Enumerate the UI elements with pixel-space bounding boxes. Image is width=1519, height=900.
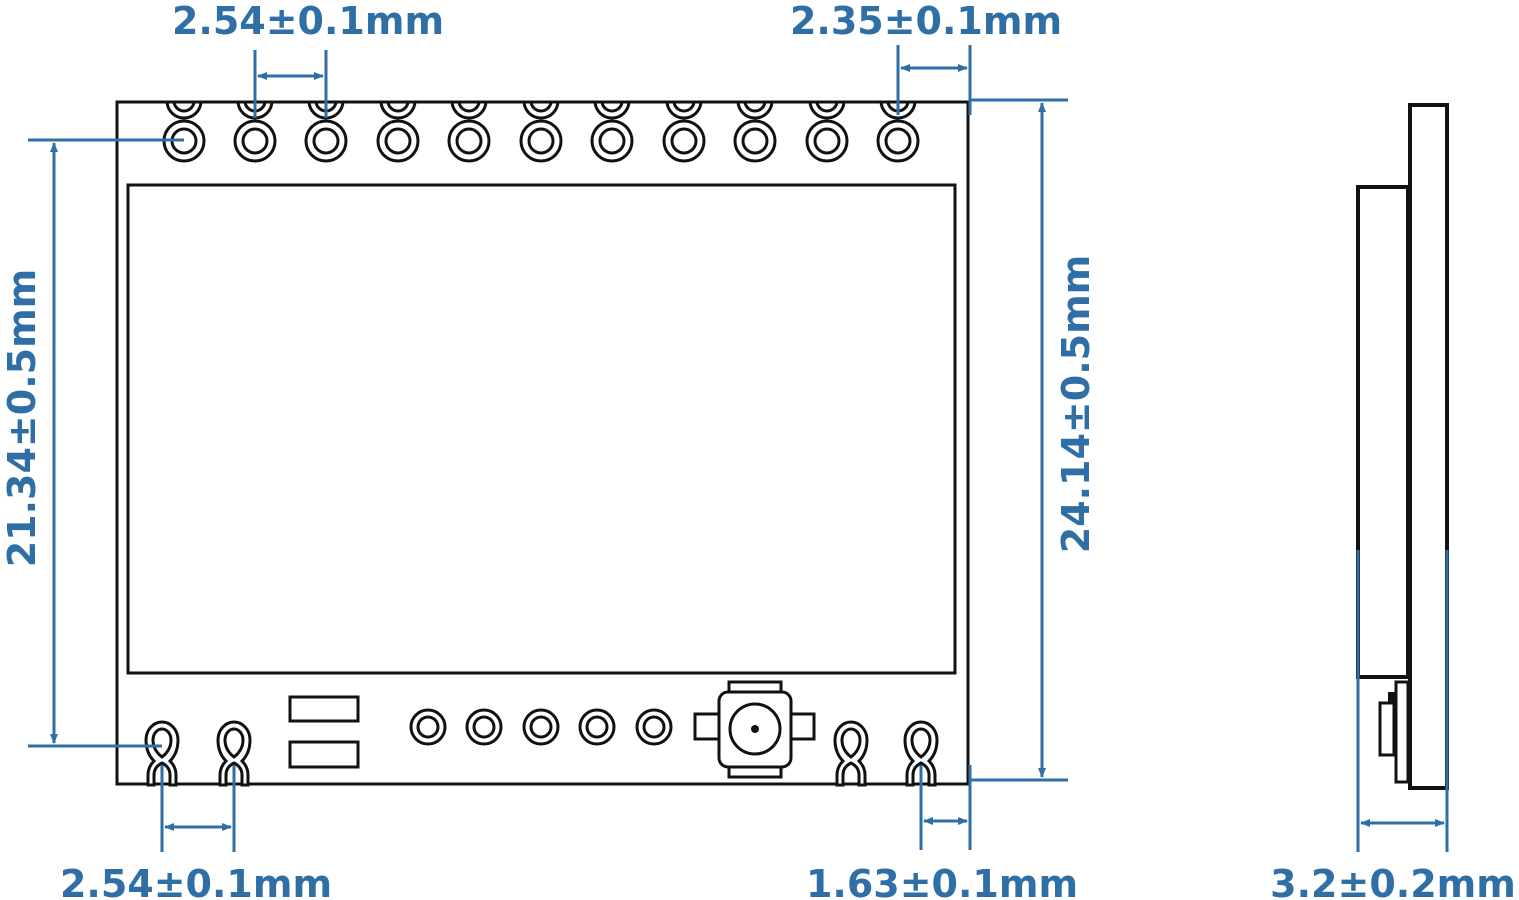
dim-side-thickness: 3.2±0.2mm xyxy=(1270,862,1516,900)
ipex-connector-icon xyxy=(693,680,816,779)
dim-bottom-edge-offset: 1.63±0.1mm xyxy=(806,862,1078,900)
dimension-lines xyxy=(28,45,1449,852)
dim-top-edge-offset: 2.35±0.1mm xyxy=(790,0,1062,43)
shield-can xyxy=(126,183,957,675)
dim-right-height: 24.14±0.5mm xyxy=(1054,255,1098,554)
dim-top-pin-pitch: 2.54±0.1mm xyxy=(172,0,444,43)
dim-left-height: 21.34±0.5mm xyxy=(0,269,44,568)
side-view xyxy=(1356,103,1449,790)
front-view xyxy=(115,99,970,787)
dim-bottom-pin-pitch: 2.54±0.1mm xyxy=(60,862,332,900)
smd-pads xyxy=(288,695,360,769)
